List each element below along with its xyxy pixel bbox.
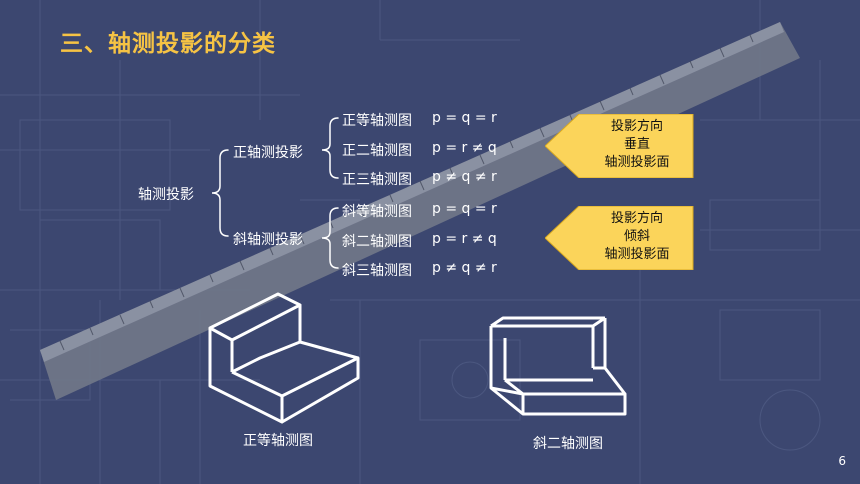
callout-line: 轴测投影面 xyxy=(604,155,670,170)
oblique-bracket-figure xyxy=(489,316,627,416)
item-name: 正等轴测图 xyxy=(342,113,412,129)
item-formula: p = r ≠ q xyxy=(432,231,497,247)
branch-label-oblique: 斜轴测投影 xyxy=(233,232,303,248)
slide-title: 三、轴测投影的分类 xyxy=(60,31,276,57)
item-name: 正三轴测图 xyxy=(342,172,412,188)
item-formula: p ≠ q ≠ r xyxy=(432,260,497,276)
callout-line: 投影方向 xyxy=(610,119,663,134)
item-formula: p = r ≠ q xyxy=(432,140,497,156)
item-name: 斜二轴测图 xyxy=(342,234,412,250)
figure-caption-isometric: 正等轴测图 xyxy=(243,433,313,449)
callout-perpendicular: 投影方向 垂直 轴测投影面 xyxy=(545,114,695,178)
item-formula: p = q = r xyxy=(432,201,497,217)
callout-arrow-shape xyxy=(545,206,694,270)
item-formula: p ≠ q ≠ r xyxy=(432,169,497,185)
isometric-bracket-figure xyxy=(208,292,360,424)
item-formula: p = q = r xyxy=(432,110,497,126)
branch-label-orthogonal: 正轴测投影 xyxy=(233,145,303,161)
callout-line: 倾斜 xyxy=(623,229,650,244)
root-label: 轴测投影 xyxy=(138,187,194,203)
callout-line: 轴测投影面 xyxy=(604,247,670,262)
callout-line: 投影方向 xyxy=(610,211,663,226)
callout-arrow-shape xyxy=(545,114,694,178)
callout-oblique: 投影方向 倾斜 轴测投影面 xyxy=(545,206,695,270)
callout-line: 垂直 xyxy=(623,137,650,152)
page-number: 6 xyxy=(838,454,846,468)
item-name: 正二轴测图 xyxy=(342,143,412,159)
figure-caption-oblique: 斜二轴测图 xyxy=(533,436,603,452)
item-name: 斜等轴测图 xyxy=(342,204,412,220)
item-name: 斜三轴测图 xyxy=(342,263,412,279)
